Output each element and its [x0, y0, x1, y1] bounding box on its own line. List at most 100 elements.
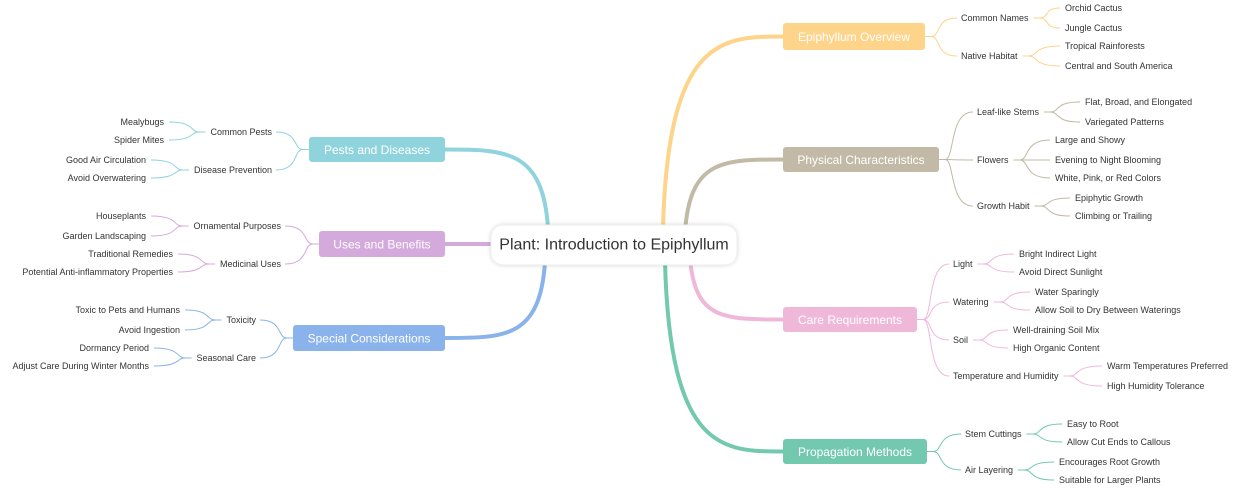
connector-line: [917, 319, 950, 341]
branch-label: Physical Characteristics: [797, 153, 924, 167]
leaf-label: Avoid Direct Sunlight: [1019, 267, 1103, 277]
leaf-label: Flat, Broad, and Elongated: [1085, 97, 1192, 107]
connector-line: [925, 17, 958, 37]
subtopic-label: Watering: [953, 297, 989, 307]
branch-edge: [661, 34, 785, 230]
branch-label: Special Considerations: [308, 332, 431, 346]
leaf-label: Potential Anti-inflammatory Properties: [22, 267, 173, 277]
connector-line: [259, 337, 293, 359]
connector-line: [993, 301, 1031, 311]
leaf-label: Traditional Remedies: [88, 249, 173, 259]
branch-node[interactable]: [293, 325, 445, 351]
leaf-label: Variegated Patterns: [1085, 117, 1164, 127]
leaf-label: Warm Temperatures Preferred: [1107, 361, 1228, 371]
connector-line: [1018, 469, 1055, 481]
connector-line: [939, 111, 974, 160]
branch-node[interactable]: [783, 439, 927, 464]
connector-line: [977, 263, 1015, 273]
leaf-label: Suitable for Larger Plants: [1059, 475, 1161, 485]
leaf-label: Dormancy Period: [79, 343, 149, 353]
connector-line: [1018, 461, 1055, 471]
connector-line: [184, 309, 222, 321]
connector-line: [1026, 423, 1063, 435]
root-node[interactable]: [490, 224, 738, 266]
connector-line: [184, 319, 222, 331]
edges: [150, 7, 1103, 481]
leaf-label: Houseplants: [96, 211, 147, 221]
connector-line: [150, 159, 189, 171]
connector-line: [275, 149, 309, 171]
leaf-label: Tropical Rainforests: [1065, 41, 1145, 51]
leaf-label: Climbing or Trailing: [1075, 211, 1152, 221]
branch-node[interactable]: [309, 137, 445, 162]
connector-line: [1034, 205, 1071, 217]
branch-node[interactable]: [783, 23, 925, 50]
branch-edge: [683, 157, 785, 234]
leaf-label: Easy to Root: [1067, 419, 1119, 429]
connector-line: [1013, 159, 1051, 179]
leaf-label: Avoid Overwatering: [68, 173, 146, 183]
connector-line: [1033, 17, 1061, 29]
subtopic-label: Ornamental Purposes: [193, 221, 281, 231]
leaf-label: White, Pink, or Red Colors: [1055, 173, 1162, 183]
leaf-label: Central and South America: [1065, 61, 1173, 71]
branch-label: Pests and Diseases: [324, 143, 430, 157]
connector-line: [284, 225, 319, 245]
connector-line: [1063, 365, 1103, 377]
branch-label: Epiphyllum Overview: [798, 30, 910, 44]
connector-line: [153, 357, 192, 367]
subtopic-label: Medicinal Uses: [220, 259, 282, 269]
leaf-label: Allow Cut Ends to Callous: [1067, 437, 1171, 447]
leaf-label: Spider Mites: [114, 135, 165, 145]
subtopic-label: Light: [953, 259, 973, 269]
branch-node[interactable]: [319, 231, 445, 257]
connector-line: [150, 215, 189, 227]
leaf-label: Jungle Cactus: [1065, 23, 1123, 33]
leaf-label: Garden Landscaping: [62, 231, 146, 241]
connector-line: [939, 159, 974, 207]
leaf-label: High Humidity Tolerance: [1107, 381, 1204, 391]
leaf-label: Mealybugs: [120, 117, 164, 127]
connector-line: [1063, 375, 1103, 387]
connector-line: [284, 243, 319, 265]
connector-line: [1033, 7, 1061, 19]
connector-line: [1013, 139, 1051, 161]
connector-line: [259, 319, 293, 339]
connector-line: [993, 291, 1031, 303]
branch-edge: [688, 256, 785, 322]
leaf-label: Encourages Root Growth: [1059, 457, 1160, 467]
connector-line: [1022, 55, 1061, 67]
leaf-label: Large and Showy: [1055, 135, 1126, 145]
branch-edge: [443, 260, 547, 340]
subtopic-label: Seasonal Care: [196, 353, 256, 363]
connector-line: [275, 131, 309, 150]
connector-line: [973, 339, 1009, 349]
leaf-label: Water Sparingly: [1035, 287, 1099, 297]
connector-line: [917, 263, 950, 320]
connector-line: [925, 36, 958, 57]
subtopic-label: Temperature and Humidity: [953, 371, 1059, 381]
leaf-label: Toxic to Pets and Humans: [75, 305, 180, 315]
subtopic-label: Soil: [953, 335, 968, 345]
branch-node[interactable]: [783, 307, 917, 332]
leaf-label: Good Air Circulation: [66, 155, 146, 165]
connector-line: [153, 347, 192, 359]
branch-edge: [443, 147, 550, 230]
subtopic-label: Disease Prevention: [194, 165, 272, 175]
connector-line: [977, 253, 1015, 265]
leaf-label: Orchid Cactus: [1065, 3, 1123, 13]
root-label: Plant: Introduction to Epiphyllum: [499, 237, 728, 254]
subtopic-label: Leaf-like Stems: [977, 107, 1040, 117]
branch-label: Uses and Benefits: [333, 238, 430, 252]
leaf-label: Allow Soil to Dry Between Waterings: [1035, 305, 1181, 315]
connector-line: [1044, 111, 1081, 123]
connector-line: [917, 301, 950, 320]
connector-line: [177, 263, 215, 273]
branch-node[interactable]: [783, 147, 939, 172]
connector-line: [927, 451, 962, 471]
subtopic-label: Toxicity: [226, 315, 256, 325]
leaf-label: Well-draining Soil Mix: [1013, 325, 1100, 335]
leaf-label: Evening to Night Blooming: [1055, 155, 1161, 165]
leaf-label: Avoid Ingestion: [119, 325, 180, 335]
